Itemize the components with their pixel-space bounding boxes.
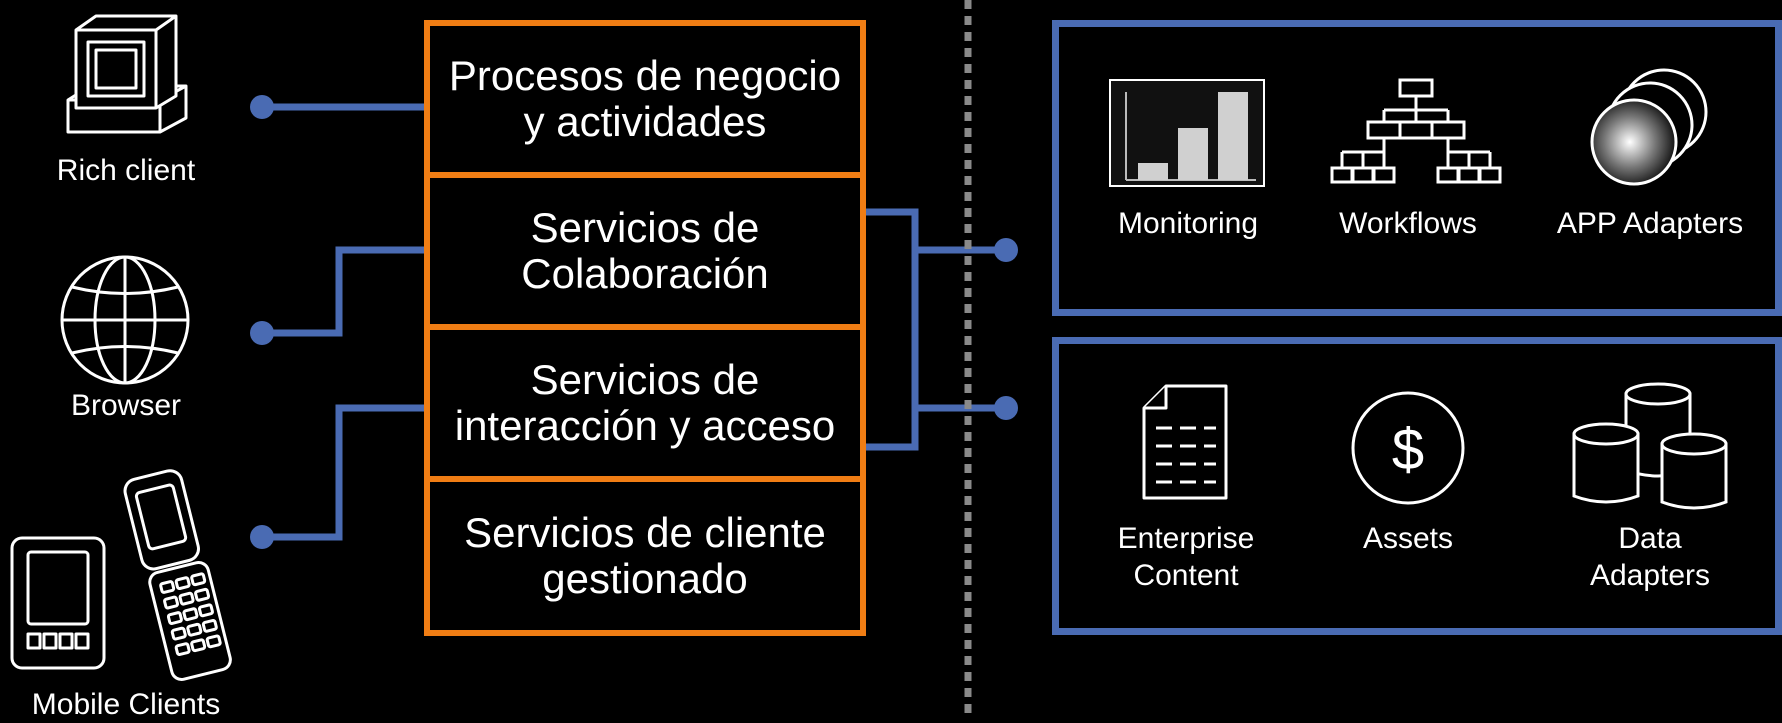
process-item-label: APP Adapters <box>1556 207 1744 240</box>
process-item-label: Workflows <box>1339 207 1477 240</box>
info-item-label: Data Adapters <box>1550 520 1750 594</box>
information-panel <box>1052 337 1782 635</box>
info-item-line: Adapters <box>1589 559 1711 592</box>
layer-interaction-access: Servicios de interacción y acceso <box>424 324 866 482</box>
process-item-label: Monitoring <box>1117 207 1259 240</box>
layer-managed-client: Servicios de cliente gestionado <box>424 476 866 636</box>
layer-line: Procesos de negocio <box>448 52 842 99</box>
layer-line: Servicios de cliente <box>464 509 826 556</box>
layer-business-processes: Procesos de negocio y actividades <box>424 20 866 178</box>
connector-mobile <box>262 404 424 541</box>
connector-browser <box>262 246 424 337</box>
process-panel <box>1052 20 1782 316</box>
layer-line: Servicios de <box>530 356 760 403</box>
connector-trunk <box>866 212 919 451</box>
svg-text:$: $ <box>1392 417 1424 482</box>
connector-dot-info <box>994 396 1018 420</box>
info-item-line: Content <box>1133 559 1239 592</box>
info-item-label: Enterprise Content <box>1086 520 1286 594</box>
connector-dot-process <box>994 238 1018 262</box>
layer-collaboration: Servicios de Colaboración <box>424 172 866 330</box>
info-item-label: Assets <box>1308 520 1508 557</box>
client-label-mobile: Mobile Clients <box>31 688 221 721</box>
info-item-line: Enterprise <box>1117 522 1255 555</box>
layer-line: Colaboración <box>521 250 769 297</box>
info-item-line: Data <box>1618 522 1682 555</box>
connector-dot-browser <box>250 321 274 345</box>
connector-dot-mobile <box>250 525 274 549</box>
client-label-rich: Rich client <box>56 154 196 187</box>
info-item-line: Assets <box>1362 522 1454 555</box>
layer-line: y actividades <box>523 98 767 145</box>
client-label-browser: Browser <box>70 389 182 422</box>
layer-line: Servicios de <box>530 204 760 251</box>
connector-dot-rich-client <box>250 95 274 119</box>
layer-line: gestionado <box>542 555 748 602</box>
layer-line: interacción y acceso <box>454 402 836 449</box>
